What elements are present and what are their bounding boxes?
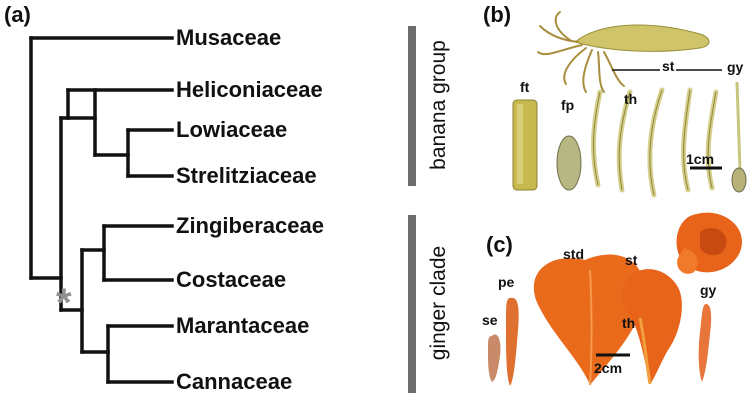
orange-stamen <box>621 269 682 384</box>
scale-label-1cm: 1cm <box>686 151 715 167</box>
label-gy-c: gy <box>700 282 717 298</box>
taxon-lowiaceae: Lowiaceae <box>176 117 288 142</box>
taxon-heliconiaceae: Heliconiaceae <box>176 77 323 102</box>
label-gy-b: gy <box>727 59 744 75</box>
orange-gynoecium <box>698 304 712 382</box>
taxon-marantaceae: Marantaceae <box>176 313 310 338</box>
label-se: se <box>482 312 498 328</box>
intact-orange-flower <box>676 212 742 274</box>
label-ft: ft <box>520 79 530 95</box>
taxon-costaceae: Costaceae <box>176 267 287 292</box>
banana-group-bar <box>408 26 416 186</box>
label-st-b: st <box>660 58 677 74</box>
taxon-zingiberaceae: Zingiberaceae <box>176 213 324 238</box>
label-th-b: th <box>624 91 638 107</box>
node-asterisk: * <box>56 281 72 325</box>
taxon-strelitziaceae: Strelitziaceae <box>176 163 317 188</box>
intact-flower <box>537 11 710 93</box>
fruit-part <box>556 135 582 191</box>
panel-a-label: (a) <box>4 2 31 27</box>
sepal <box>488 334 501 382</box>
taxon-cannaceae: Cannaceae <box>176 369 293 394</box>
label-fp: fp <box>561 97 575 113</box>
label-st-c: st <box>625 252 638 268</box>
scale-label-2cm: 2cm <box>594 360 623 376</box>
petal <box>506 297 519 386</box>
taxon-musaceae: Musaceae <box>176 25 282 50</box>
label-th-c: th <box>622 315 636 331</box>
panel-c-label: (c) <box>486 232 513 257</box>
staminode <box>533 254 645 385</box>
panel-b-label: (b) <box>483 2 512 27</box>
gynoecium <box>735 81 742 171</box>
label-std: std <box>563 246 584 262</box>
label-pe: pe <box>498 274 515 290</box>
ginger-clade-bar <box>408 215 416 393</box>
